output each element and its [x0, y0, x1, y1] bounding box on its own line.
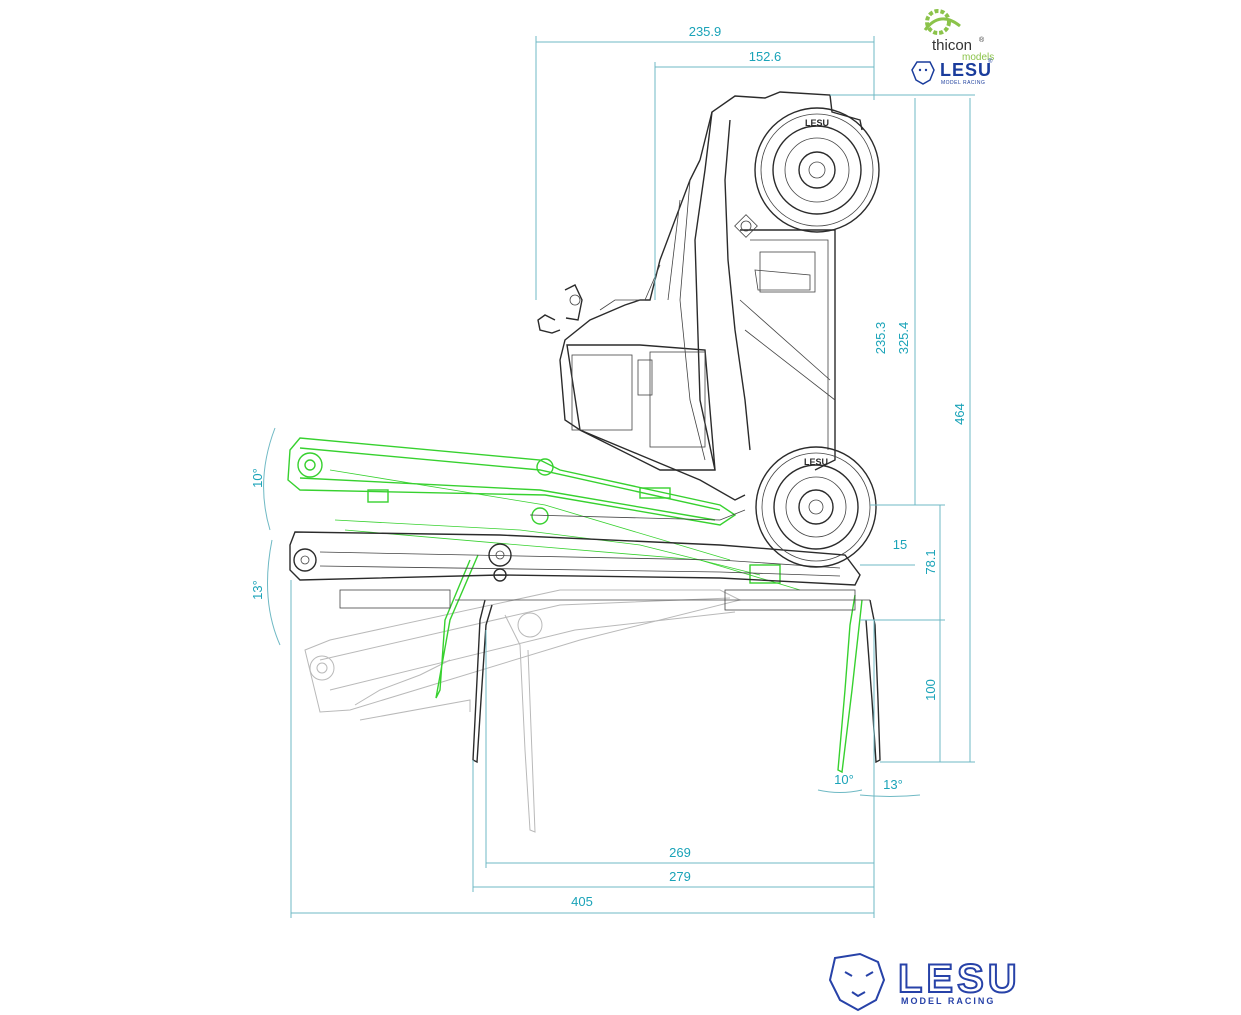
lion-head-small-icon [911, 61, 935, 85]
angle-fork-1: 10° [834, 772, 854, 787]
thicon-logo: thicon ® models [923, 9, 994, 63]
lesu-small-subtitle: MODEL RACING [941, 80, 985, 86]
lesu-small-logo: LESU ® MODEL RACING [911, 58, 993, 86]
lesu-big-subtitle: MODEL RACING [901, 996, 995, 1006]
dim-bottom-len-1: 269 [669, 845, 691, 860]
lesu-small-registered: ® [988, 58, 993, 65]
dim-height-2: 325.4 [896, 322, 911, 355]
dim-small-offset: 15 [893, 537, 907, 552]
angle-left-bottom: 13° [250, 580, 265, 600]
dimension-lines [263, 36, 975, 918]
lesu-small-wordmark: LESU [940, 60, 992, 80]
forklift-body [289, 91, 881, 764]
dim-top-width-2: 152.6 [749, 49, 782, 64]
dim-fork-drop: 100 [923, 679, 938, 701]
dim-bottom-len-total: 405 [571, 894, 593, 909]
top-wheel: LESU [754, 107, 880, 233]
lesu-big-wordmark: LESU [898, 957, 1021, 1001]
thicon-subtitle: models [962, 52, 994, 63]
top-wheel-brand: LESU [805, 118, 829, 128]
bottom-wheel: LESU [755, 446, 877, 568]
angle-fork-2: 13° [883, 777, 903, 792]
thicon-wordmark: thicon [932, 37, 972, 54]
dim-bottom-len-2: 279 [669, 869, 691, 884]
ghost-lowered-mast [304, 589, 742, 833]
angle-left-top: 10° [250, 468, 265, 488]
thicon-gear-icon [923, 9, 961, 35]
dim-height-total: 464 [952, 403, 967, 425]
lion-head-big-icon [828, 952, 886, 1012]
green-tilted-mast [287, 437, 863, 774]
bottom-wheel-brand: LESU [804, 457, 828, 467]
dimension-labels: 235.9 152.6 235.3 325.4 464 15 78.1 100 … [250, 24, 967, 909]
thicon-registered: ® [979, 36, 985, 44]
dim-top-width-1: 235.9 [689, 24, 722, 39]
dim-fork-height: 78.1 [923, 549, 938, 574]
dim-height-1: 235.3 [873, 322, 888, 355]
lesu-big-logo: LESU MODEL RACING [828, 952, 1021, 1012]
